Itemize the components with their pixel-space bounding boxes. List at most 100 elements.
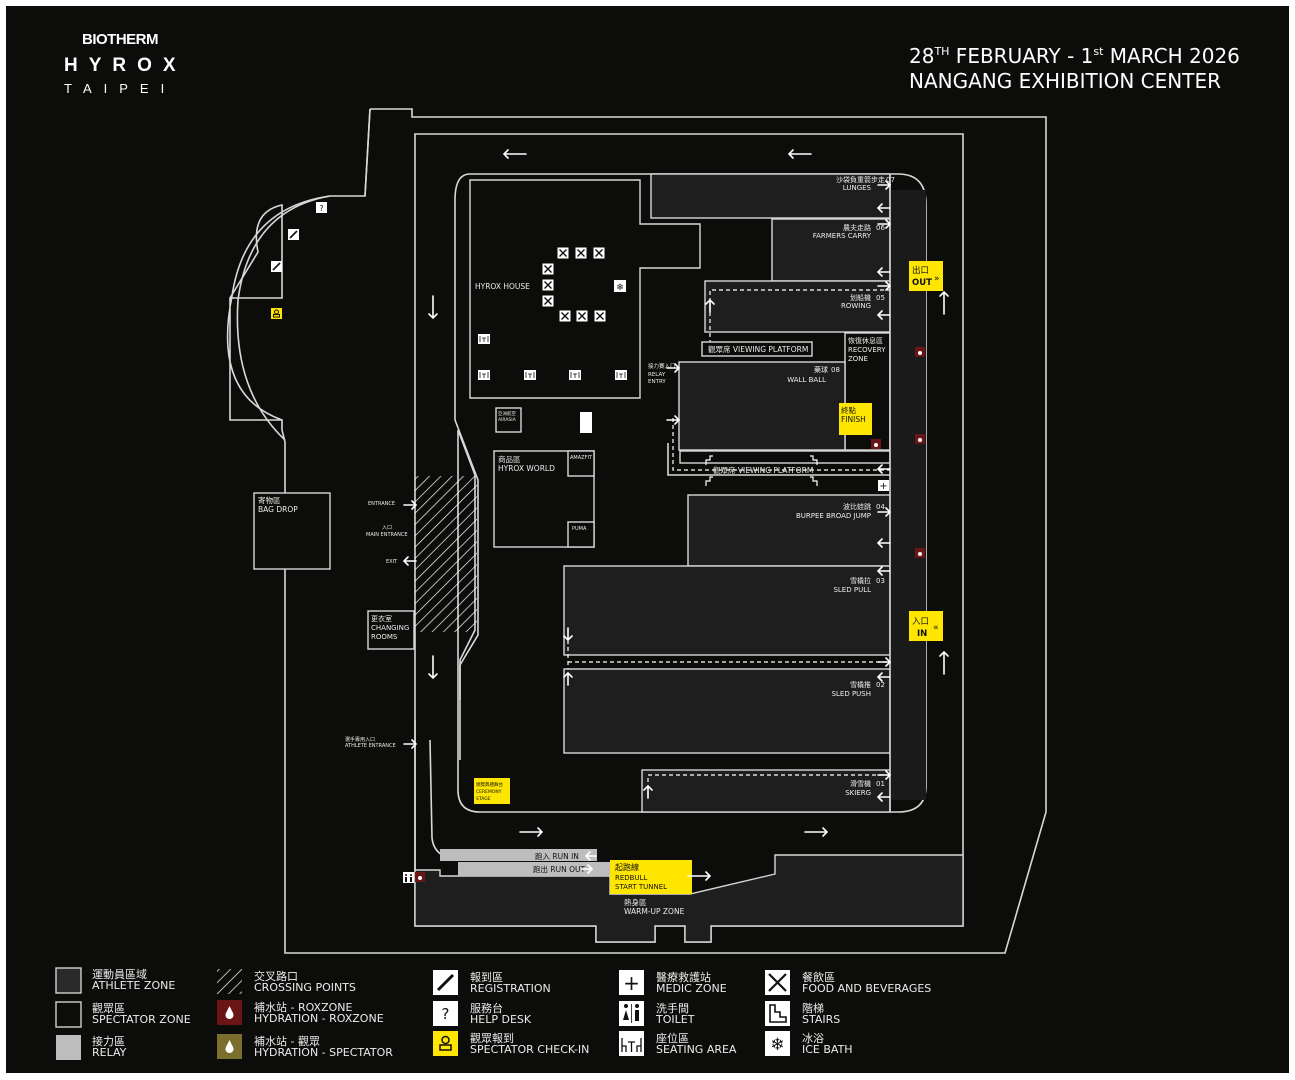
direction-arrow-icon xyxy=(563,627,573,642)
svg-text:HYDRATION - ROXZONE: HYDRATION - ROXZONE xyxy=(254,1012,384,1025)
svg-text:洗手間: 洗手間 xyxy=(656,1001,689,1015)
start-tunnel-en2: START TUNNEL xyxy=(615,883,667,891)
bag-drop[interactable]: 寄物區 BAG DROP xyxy=(253,492,331,570)
svg-text:ZONE: ZONE xyxy=(848,355,868,363)
fork-spoon-icon xyxy=(559,310,571,322)
svg-text:寄物區: 寄物區 xyxy=(258,495,281,505)
direction-arrow-icon xyxy=(876,267,891,277)
hydration-icons-group xyxy=(415,347,925,882)
station-burpee-broad-jump[interactable]: 波比蛙跳 BURPEE BROAD JUMP 04 xyxy=(687,494,891,567)
run-in-label: 跑入 RUN IN xyxy=(535,852,579,861)
event-venue: NANGANG EXHIBITION CENTER xyxy=(909,69,1221,93)
svg-text:BAG DROP: BAG DROP xyxy=(258,505,298,514)
viewing-platform-top xyxy=(701,341,813,357)
svg-text:HYDRATION - SPECTATOR: HYDRATION - SPECTATOR xyxy=(254,1046,393,1059)
relay-swatch xyxy=(56,1035,81,1060)
medic-icon: + xyxy=(878,480,889,492)
direction-arrow-icon xyxy=(876,464,891,474)
svg-text:+: + xyxy=(879,481,887,492)
exit-label: EXIT xyxy=(386,559,398,565)
direction-arrow-icon xyxy=(876,792,891,802)
water-drop-icon xyxy=(915,548,925,558)
svg-text:報到區: 報到區 xyxy=(470,971,503,984)
direction-arrow-icon xyxy=(876,566,891,576)
athlete-lane-left xyxy=(414,720,461,870)
changing-rooms[interactable]: 更衣室 CHANGING ROOMS xyxy=(367,610,415,650)
brand-city: TAIPEI xyxy=(64,81,176,96)
svg-text:雪橇拉: 雪橇拉 xyxy=(850,576,871,585)
event-date: 28TH FEBRUARY - 1st MARCH 2026 xyxy=(909,44,1240,68)
hyrox-world-shop[interactable]: 商品區 HYROX WORLD AMAZFIT PUMA xyxy=(493,450,595,548)
run-out-label: 跑出 RUN OUT xyxy=(533,864,585,874)
main-entrance-label: MAIN ENTRANCE xyxy=(366,532,408,538)
svg-text:04: 04 xyxy=(876,503,885,511)
station-farmers-carry[interactable]: 農夫走路 FARMERS CARRY 06 xyxy=(771,218,891,282)
direction-arrow-icon xyxy=(876,538,891,548)
direction-arrow-icon xyxy=(876,672,891,682)
viewing-platform-top-label: 觀眾席 VIEWING PLATFORM xyxy=(708,344,808,354)
station-lunges[interactable]: 沙袋負重箭步走 LUNGES 07 xyxy=(650,173,895,219)
direction-arrow-icon xyxy=(519,827,544,837)
relay-dash-wallball xyxy=(672,418,890,471)
svg-text:補水站 - ROXZONE: 補水站 - ROXZONE xyxy=(254,1000,353,1014)
crossing-points xyxy=(415,476,477,632)
viewing-platform-bottom-label: 觀眾席 VIEWING PLATFORM xyxy=(713,465,813,475)
svg-text:06: 06 xyxy=(876,224,885,232)
legend: 運動員區域 ATHLETE ZONE 觀眾區 SPECTATOR ZONE 接力… xyxy=(55,967,931,1060)
svg-text:ICE BATH: ICE BATH xyxy=(802,1043,853,1056)
course-loop xyxy=(457,173,927,813)
svg-text:波比蛙跳: 波比蛙跳 xyxy=(843,502,871,511)
svg-text:SLED PULL: SLED PULL xyxy=(833,586,871,594)
water-drop-icon xyxy=(915,347,925,357)
direction-arrow-icon xyxy=(643,784,653,799)
svg-text:服務台: 服務台 xyxy=(470,1001,503,1015)
svg-text:MEDIC ZONE: MEDIC ZONE xyxy=(656,982,727,995)
station-rowing[interactable]: 划船機 ROWING 05 xyxy=(704,280,891,333)
hyrox-house[interactable] xyxy=(469,179,701,399)
svg-text:醫療救護站: 醫療救護站 xyxy=(656,970,711,984)
fork-spoon-icon xyxy=(594,310,606,322)
svg-text:AIRASIA: AIRASIA xyxy=(498,417,517,423)
airasia-booth: 亞洲航空 AIRASIA xyxy=(495,407,522,433)
station-sled-push[interactable]: 雪橇推 SLED PUSH 02 xyxy=(563,668,891,754)
station-skierg[interactable]: 滑雪機 SKIERG 01 xyxy=(641,769,891,813)
spectator-zone-swatch xyxy=(55,1001,82,1028)
svg-text:❄: ❄ xyxy=(770,1035,784,1055)
svg-text:FOOD AND BEVERAGES: FOOD AND BEVERAGES xyxy=(802,982,931,995)
svg-text:WALL BALL: WALL BALL xyxy=(787,376,826,384)
brand-sponsor: BIOTHERM xyxy=(82,31,158,48)
start-tunnel-zh: 起跑線 xyxy=(615,862,639,872)
svg-text:REGISTRATION: REGISTRATION xyxy=(470,982,551,995)
course-loop-left xyxy=(454,173,479,700)
svg-text:選手專用入口: 選手專用入口 xyxy=(345,736,375,743)
direction-arrow-icon xyxy=(804,827,829,837)
svg-text:入口: 入口 xyxy=(382,525,392,531)
toilet-icon xyxy=(403,872,414,883)
svg-text:HYROX WORLD: HYROX WORLD xyxy=(498,464,555,473)
svg-text:ROOMS: ROOMS xyxy=(371,633,398,641)
svg-text:入口: 入口 xyxy=(912,617,929,627)
fork-spoon-icon xyxy=(576,310,588,322)
direction-arrow-icon xyxy=(939,290,949,315)
crossing-hatch xyxy=(217,969,242,994)
direction-arrow-icon xyxy=(877,657,892,667)
svg-text:頒獎典禮舞台: 頒獎典禮舞台 xyxy=(476,781,503,788)
amazfit-label: AMAZFIT xyxy=(570,455,593,461)
station-wall-ball[interactable]: 藥球 WALL BALL 08 xyxy=(678,361,846,451)
run-out-lane xyxy=(458,862,610,876)
svg-text:RELAY: RELAY xyxy=(648,372,666,378)
svg-text:03: 03 xyxy=(876,577,885,585)
svg-text:更衣室: 更衣室 xyxy=(371,614,392,623)
station-sled-pull[interactable]: 雪橇拉 SLED PULL 03 xyxy=(563,565,891,656)
direction-arrow-icon xyxy=(705,298,715,313)
svg-text:出口: 出口 xyxy=(912,265,929,276)
corridor-wall xyxy=(667,443,890,476)
svg-text:RELAY: RELAY xyxy=(92,1046,127,1059)
double-chevron-right-icon: » xyxy=(934,274,940,284)
svg-text:HELP DESK: HELP DESK xyxy=(470,1013,532,1026)
svg-text:滑雪機: 滑雪機 xyxy=(850,779,871,788)
direction-arrow-icon xyxy=(877,180,892,190)
relay-dash-rowing xyxy=(709,289,890,344)
fork-spoon-icon xyxy=(542,295,554,307)
hyrox-house-label: HYROX HOUSE xyxy=(475,282,530,291)
